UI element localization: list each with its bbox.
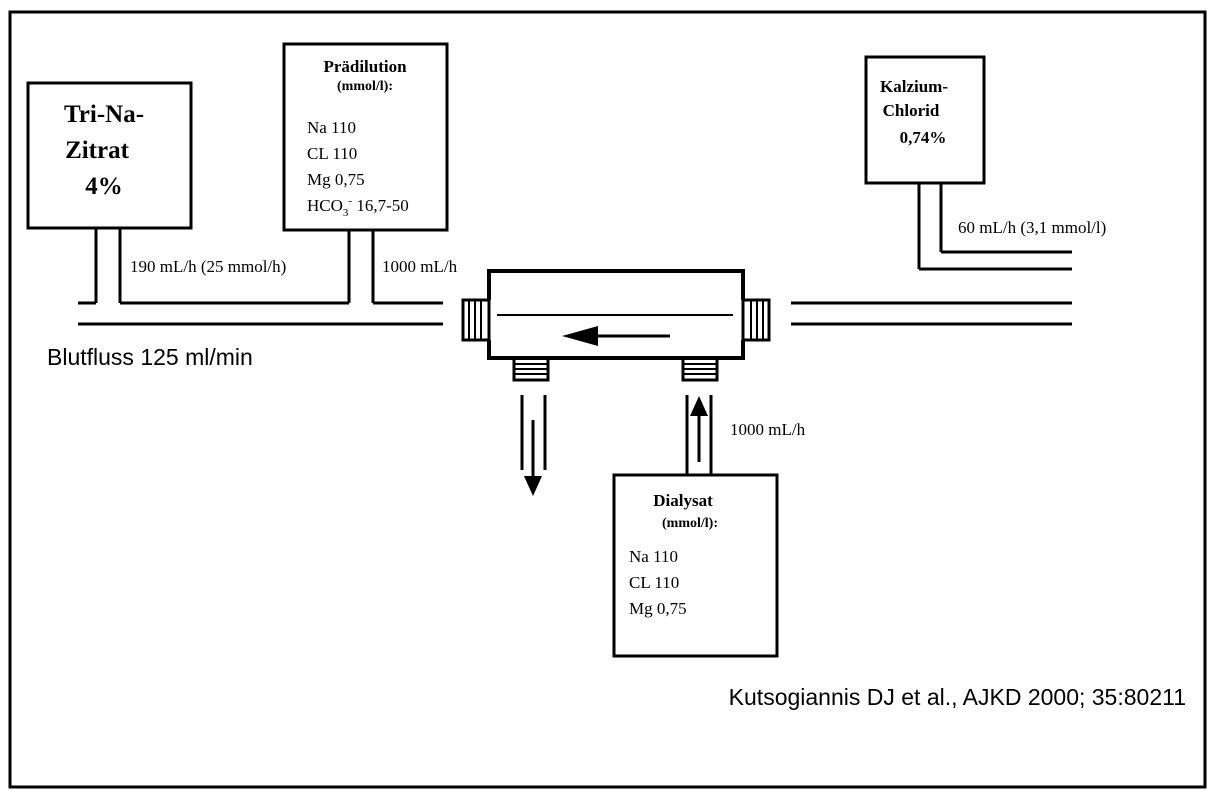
dialysate-unit: (mmol/l): [662, 516, 718, 531]
filter-effluent-port [512, 356, 550, 382]
citrate-flow-label: 190 mL/h (25 mmol/h) [130, 257, 286, 276]
filter-blood-port-left [461, 298, 491, 342]
filter-blood-port-right [741, 298, 771, 342]
citation: Kutsogiannis DJ et al., AJKD 2000; 35:80… [729, 684, 1186, 710]
blood-line-return [791, 301, 1072, 326]
calcium-label-line1: Kalzium- [880, 77, 948, 96]
predilution-feed-line [120, 230, 443, 305]
calcium-label-line2: Chlorid [883, 101, 940, 120]
predilution-na: Na 110 [307, 118, 356, 137]
calcium-label-line3: 0,74% [900, 128, 947, 147]
figure-frame [8, 10, 1207, 789]
dialysate-inlet-line [685, 395, 713, 475]
calcium-box [864, 55, 986, 185]
dialysate-title: Dialysat [653, 491, 713, 510]
filter-body [487, 269, 745, 360]
filter-dialysate-port [681, 356, 719, 382]
dialysate-box [612, 473, 779, 658]
predilution-box [282, 42, 449, 232]
predilution-bicarbonate: HCO3- 16,7-50 [307, 195, 409, 219]
blood-line-inlet [78, 301, 443, 326]
calcium-feed-line [917, 183, 1072, 271]
citrate-label-line2: Zitrat [65, 137, 130, 164]
effluent-arrow [524, 420, 542, 496]
citrate-label-line1: Tri-Na- [64, 101, 144, 128]
blood-flow-label: Blutfluss 125 ml/min [47, 344, 253, 370]
dialysate-na: Na 110 [629, 547, 678, 566]
effluent-outlet-line [520, 395, 547, 470]
predilution-title: Prädilution [323, 57, 407, 76]
predilution-cl: CL 110 [307, 144, 357, 163]
citrate-box [26, 81, 193, 230]
calcium-flow-label: 60 mL/h (3,1 mmol/l) [958, 218, 1106, 237]
dialysate-arrow [690, 396, 708, 462]
dialysate-flow-label: 1000 mL/h [730, 420, 806, 439]
predilution-unit: (mmol/l): [337, 79, 393, 94]
predilution-flow-label: 1000 mL/h [382, 257, 458, 276]
citrate-feed-line [94, 228, 122, 303]
filter-flow-arrow [562, 326, 670, 346]
dialysate-mg: Mg 0,75 [629, 599, 687, 618]
citrate-label-line3: 4% [85, 173, 123, 200]
predilution-mg: Mg 0,75 [307, 170, 365, 189]
dialysate-cl: CL 110 [629, 573, 679, 592]
